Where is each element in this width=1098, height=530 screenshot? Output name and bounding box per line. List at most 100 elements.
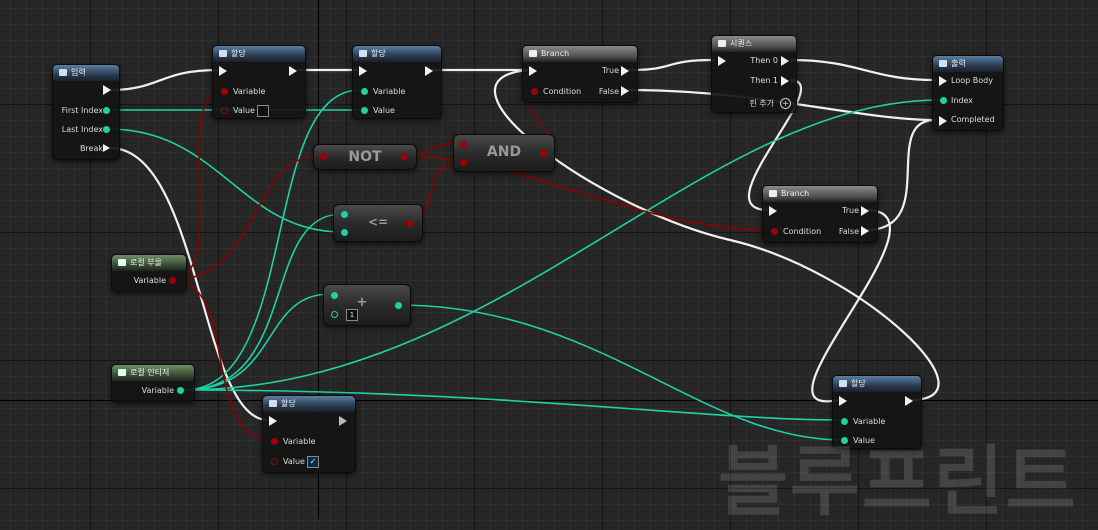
first-index-pin[interactable] — [103, 107, 110, 114]
add-input-b-pin[interactable] — [331, 311, 338, 318]
input-node-title: 입력 — [71, 68, 86, 77]
local-int-variable-pin[interactable] — [177, 387, 184, 394]
not-node[interactable]: NOT — [313, 144, 417, 170]
less-equal-node[interactable]: <= — [333, 204, 423, 242]
blueprint-watermark: 블루프린트 — [718, 437, 1078, 526]
assign-3-variable-pin[interactable] — [271, 438, 278, 445]
index-pin[interactable] — [940, 97, 947, 104]
variable-icon — [118, 259, 126, 266]
local-bool-variable-pin[interactable] — [169, 277, 176, 284]
lte-output-pin[interactable] — [406, 220, 413, 227]
assign-2-variable-label: Variable — [373, 87, 406, 96]
branch-2-condition-pin[interactable] — [771, 228, 778, 235]
wire-int-localint-assign4var — [183, 389, 844, 421]
wire-exec-input-assign1 — [109, 68, 219, 92]
branch-1-true-pin[interactable] — [621, 66, 629, 76]
wire-exec-seq-branch2 — [748, 78, 803, 212]
wire-int-localint-index — [183, 99, 941, 391]
assign-2-exec-in[interactable] — [359, 66, 367, 76]
assign-4-exec-in[interactable] — [839, 396, 847, 406]
sequence-then0-pin[interactable] — [781, 56, 789, 66]
wire-exec-seq-loopbody — [789, 58, 936, 82]
add-pin-icon[interactable]: + — [780, 98, 791, 109]
and-input-a-pin[interactable] — [460, 141, 467, 148]
output-node[interactable]: 출력 Loop Body Index Completed — [932, 55, 1004, 131]
branch-1-true-label: True — [602, 66, 619, 75]
add-literal-input[interactable]: 1 — [346, 309, 358, 321]
branch-1-condition-label: Condition — [543, 87, 582, 96]
and-node[interactable]: AND — [453, 134, 555, 172]
assign-2-exec-out[interactable] — [425, 66, 433, 76]
assign-2-value-pin[interactable] — [361, 107, 368, 114]
and-label: AND — [486, 144, 522, 160]
assign-4-exec-out[interactable] — [905, 396, 913, 406]
branch-2-true-pin[interactable] — [861, 206, 869, 216]
and-input-b-pin[interactable] — [460, 159, 467, 166]
branch-icon — [529, 50, 537, 57]
add-output-pin[interactable] — [395, 302, 402, 309]
branch-2-false-pin[interactable] — [861, 226, 869, 236]
branch-icon — [769, 190, 777, 197]
add-input-a-pin[interactable] — [331, 292, 338, 299]
sequence-then1-pin[interactable] — [781, 76, 789, 86]
assign-1-exec-in[interactable] — [219, 66, 227, 76]
break-pin[interactable] — [103, 144, 110, 152]
wire-int-add-assign4val — [397, 304, 844, 441]
wire-exec-branch1false-completed — [627, 88, 936, 122]
branch-1-condition-pin[interactable] — [531, 88, 538, 95]
input-exec-pin[interactable] — [103, 85, 111, 95]
local-bool-header: 로컬 부울 — [112, 255, 186, 271]
assign-4-variable-pin[interactable] — [841, 418, 848, 425]
last-index-pin[interactable] — [103, 126, 110, 133]
assign-3-value-checkbox[interactable]: ✓ — [307, 456, 319, 468]
sequence-exec-in[interactable] — [718, 56, 726, 66]
wire-exec-branch2false-completed — [865, 118, 936, 232]
assign-node-4[interactable]: 할당 Variable Value — [832, 375, 922, 449]
input-node[interactable]: 입력 First Index Last Index Break — [52, 64, 120, 160]
variable-icon — [118, 369, 126, 376]
branch-2-exec-in[interactable] — [769, 206, 777, 216]
wire-exec-branch1-seq — [627, 58, 716, 72]
assign-3-value-pin[interactable] — [271, 458, 278, 465]
branch-1-false-pin[interactable] — [621, 86, 629, 96]
local-int-node[interactable]: 로컬 인티저 Variable — [111, 364, 195, 402]
sequence-icon — [718, 40, 726, 47]
branch-node-2-header: Branch — [763, 186, 877, 202]
assign-node-3[interactable]: 할당 Variable Value ✓ — [262, 395, 356, 473]
local-int-variable-label: Variable — [141, 386, 174, 395]
assign-node-2[interactable]: 할당 Variable Value — [352, 45, 442, 119]
assign-3-exec-in[interactable] — [269, 416, 277, 426]
add-node[interactable]: + 1 — [323, 284, 411, 326]
lte-input-a-pin[interactable] — [341, 211, 348, 218]
branch-2-false-label: False — [838, 227, 859, 236]
branch-node-1-header: Branch — [523, 46, 637, 62]
sequence-node[interactable]: 시퀀스 Then 0 Then 1 핀 추가 + — [711, 35, 797, 113]
sequence-then1-label: Then 1 — [750, 76, 778, 85]
not-input-pin[interactable] — [320, 153, 327, 160]
loop-body-pin[interactable] — [939, 76, 947, 86]
local-bool-node[interactable]: 로컬 부울 Variable — [111, 254, 187, 292]
wire-int-localint-lte — [183, 213, 343, 391]
branch-node-2[interactable]: Branch True Condition False — [762, 185, 878, 243]
and-output-pin[interactable] — [540, 150, 547, 157]
function-icon — [59, 69, 67, 76]
assign-1-value-pin[interactable] — [221, 107, 228, 114]
branch-node-2-title: Branch — [781, 189, 810, 198]
assign-node-4-title: 할당 — [851, 379, 866, 388]
assign-1-value-checkbox[interactable] — [257, 105, 269, 117]
assign-1-exec-out[interactable] — [289, 66, 297, 76]
last-index-label: Last Index — [61, 125, 103, 134]
assign-node-2-title: 할당 — [371, 49, 386, 58]
assign-1-variable-pin[interactable] — [221, 88, 228, 95]
branch-2-condition-label: Condition — [783, 227, 822, 236]
completed-pin[interactable] — [939, 116, 947, 126]
assign-node-1[interactable]: 할당 Variable Value — [212, 45, 306, 119]
assign-2-variable-pin[interactable] — [361, 88, 368, 95]
assign-node-2-header: 할당 — [353, 46, 441, 62]
assign-4-value-pin[interactable] — [841, 437, 848, 444]
lte-input-b-pin[interactable] — [341, 229, 348, 236]
not-output-pin[interactable] — [401, 153, 408, 160]
branch-1-exec-in[interactable] — [529, 66, 537, 76]
assign-3-exec-out[interactable] — [339, 416, 347, 426]
branch-node-1[interactable]: Branch True Condition False — [522, 45, 638, 103]
